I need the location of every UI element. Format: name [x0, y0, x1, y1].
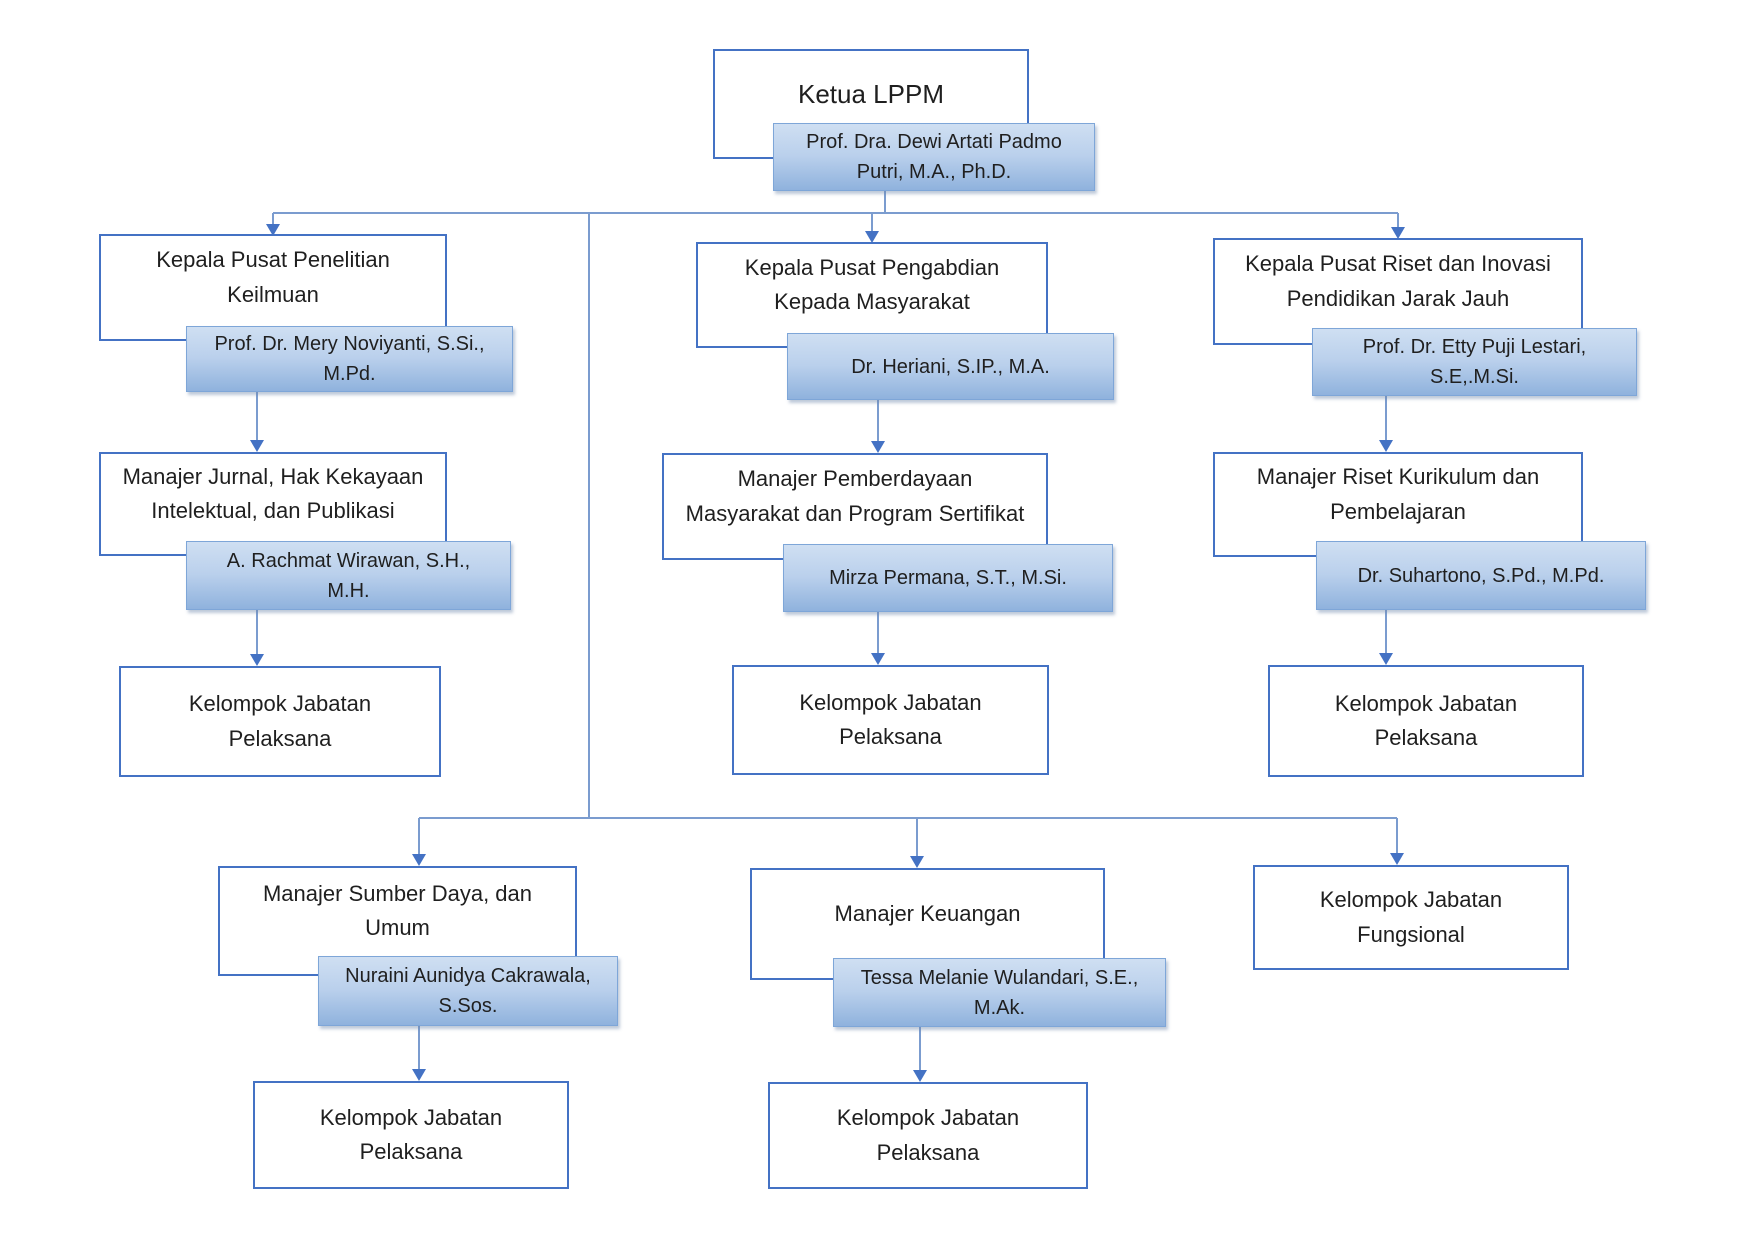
box-title: Kelompok Jabatan Pelaksana [1334, 690, 1518, 750]
holder-name: Mirza Permana, S.T., M.Si. [829, 567, 1067, 589]
box-manajer-pemberdayaan-masyarakat: Manajer Pemberdayaan Masyarakat dan Prog… [662, 453, 1048, 560]
arrow-icon [871, 441, 885, 453]
box-title: Kelompok Jabatan Pelaksana [188, 691, 372, 751]
holder-kepala-pusat-penelitian-keilmuan: Prof. Dr. Mery Noviyanti, S.Si., M.Pd. [186, 326, 513, 392]
holder-manajer-keuangan: Tessa Melanie Wulandari, S.E., M.Ak. [833, 958, 1166, 1027]
box-kelompok-jabatan-pelaksana-2: Kelompok Jabatan Pelaksana [732, 665, 1049, 775]
box-title: Kepala Pusat Pengabdian Kepada Masyaraka… [744, 254, 1000, 314]
box-title: Manajer Riset Kurikulum dan Pembelajaran [1256, 464, 1540, 524]
box-kelompok-jabatan-fungsional: Kelompok Jabatan Fungsional [1253, 865, 1569, 970]
box-kelompok-jabatan-pelaksana-3: Kelompok Jabatan Pelaksana [1268, 665, 1584, 777]
box-kepala-pusat-riset-inovasi-pjj: Kepala Pusat Riset dan Inovasi Pendidika… [1213, 238, 1583, 345]
arrow-icon [412, 1069, 426, 1081]
box-title: Kepala Pusat Riset dan Inovasi Pendidika… [1245, 251, 1551, 311]
holder-name: Dr. Suhartono, S.Pd., M.Pd. [1357, 564, 1605, 587]
holder-kepala-pusat-riset-inovasi-pjj: Prof. Dr. Etty Puji Lestari, S.E,.M.Si. [1312, 328, 1637, 396]
holder-manajer-riset-kurikulum: Dr. Suhartono, S.Pd., M.Pd. [1316, 541, 1646, 610]
holder-name: A. Rachmat Wirawan, S.H., M.H. [226, 549, 471, 602]
holder-name: Dr. Heriani, S.IP., M.A. [851, 355, 1050, 378]
box-title: Manajer Pemberdayaan Masyarakat dan Prog… [685, 466, 1025, 526]
box-title: Kelompok Jabatan Pelaksana [799, 689, 982, 749]
holder-name: Prof. Dr. Etty Puji Lestari, S.E,.M.Si. [1362, 336, 1587, 388]
box-title: Kelompok Jabatan Fungsional [1319, 887, 1503, 947]
connector-lines [256, 191, 1399, 1071]
arrow-icon [913, 1070, 927, 1082]
box-title: Kelompok Jabatan Pelaksana [319, 1104, 503, 1164]
box-kepala-pusat-penelitian-keilmuan: Kepala Pusat Penelitian Keilmuan [99, 234, 447, 341]
box-kelompok-jabatan-pelaksana-1: Kelompok Jabatan Pelaksana [119, 666, 441, 777]
holder-manajer-sumber-daya-umum: Nuraini Aunidya Cakrawala, S.Sos. [318, 956, 618, 1026]
arrow-icon [1390, 853, 1404, 865]
connector-arrowheads [250, 224, 1405, 1082]
holder-manajer-pemberdayaan-masyarakat: Mirza Permana, S.T., M.Si. [783, 544, 1113, 612]
box-title: Kelompok Jabatan Pelaksana [836, 1105, 1020, 1165]
arrow-icon [910, 856, 924, 868]
arrow-icon [412, 854, 426, 866]
arrow-icon [250, 440, 264, 452]
arrow-icon [871, 653, 885, 665]
box-manajer-riset-kurikulum: Manajer Riset Kurikulum dan Pembelajaran [1213, 452, 1583, 557]
holder-name: Prof. Dr. Mery Noviyanti, S.Si., M.Pd. [214, 333, 485, 385]
box-title: Manajer Sumber Daya, dan Umum [262, 880, 533, 940]
box-title: Kepala Pusat Penelitian Keilmuan [156, 247, 390, 307]
box-manajer-jurnal-hki-publikasi: Manajer Jurnal, Hak Kekayaan Intelektual… [99, 452, 447, 556]
holder-name: Nuraini Aunidya Cakrawala, S.Sos. [345, 965, 591, 1017]
box-kelompok-jabatan-pelaksana-4: Kelompok Jabatan Pelaksana [253, 1081, 569, 1189]
arrow-icon [1379, 653, 1393, 665]
box-kelompok-jabatan-pelaksana-5: Kelompok Jabatan Pelaksana [768, 1082, 1088, 1189]
box-title: Manajer Jurnal, Hak Kekayaan Intelektual… [122, 463, 424, 523]
holder-ketua-lppm: Prof. Dra. Dewi Artati Padmo Putri, M.A.… [773, 123, 1095, 191]
holder-kepala-pusat-pengabdian-masyarakat: Dr. Heriani, S.IP., M.A. [787, 333, 1114, 400]
box-kepala-pusat-pengabdian-masyarakat: Kepala Pusat Pengabdian Kepada Masyaraka… [696, 242, 1048, 348]
holder-manajer-jurnal-hki-publikasi: A. Rachmat Wirawan, S.H., M.H. [186, 541, 511, 610]
arrow-icon [865, 231, 879, 243]
box-title: Manajer Keuangan [834, 900, 1021, 926]
holder-name: Tessa Melanie Wulandari, S.E., M.Ak. [860, 966, 1139, 1019]
arrow-icon [1379, 440, 1393, 452]
holder-name: Prof. Dra. Dewi Artati Padmo Putri, M.A.… [806, 131, 1062, 183]
arrow-icon [266, 224, 280, 236]
arrow-icon [1391, 227, 1405, 239]
box-title: Ketua LPPM [798, 78, 944, 109]
arrow-icon [250, 654, 264, 666]
